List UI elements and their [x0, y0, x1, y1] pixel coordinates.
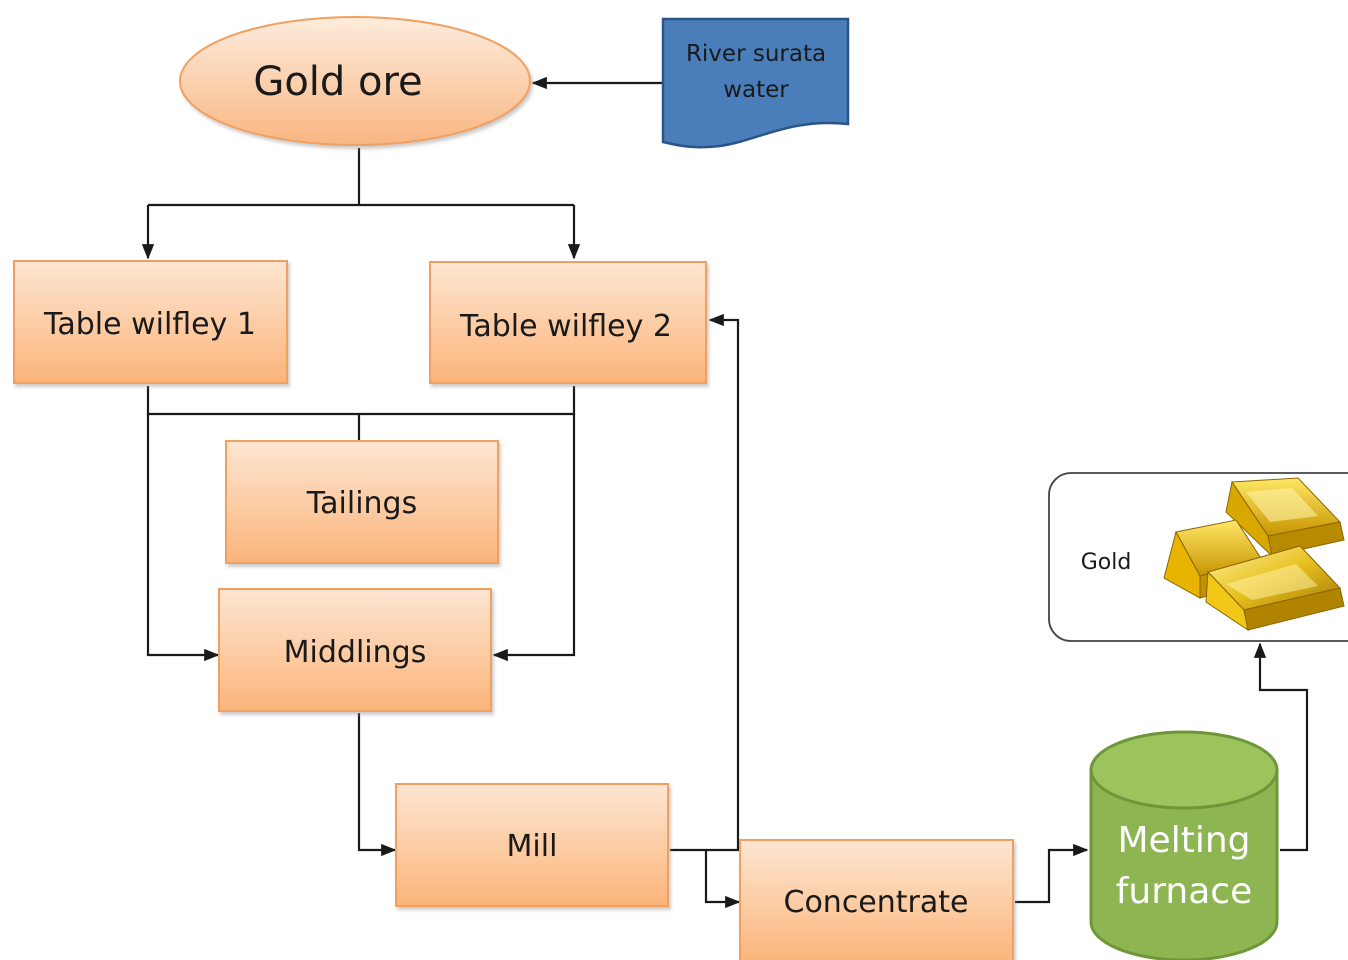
river-water-label-line2: water — [723, 77, 789, 103]
connector-ore-to-tables — [148, 148, 574, 207]
melting-furnace-node: Melting furnace — [1089, 730, 1279, 960]
melting-furnace-label-line1: Melting — [1118, 820, 1251, 861]
table-wilfley-2-label: Table wilfley 2 — [459, 309, 672, 344]
connector-table2-to-middlings — [492, 414, 576, 662]
gold-product-node: Gold — [1048, 472, 1348, 642]
gold-ore-node: Gold ore — [179, 16, 531, 146]
concentrate-label: Concentrate — [784, 885, 969, 920]
river-water-label-line1: River surata — [686, 41, 826, 67]
mill-label: Mill — [507, 829, 558, 864]
melting-furnace-label-line2: furnace — [1116, 871, 1252, 912]
middlings-label: Middlings — [284, 635, 427, 670]
connector-tables-to-tailings — [146, 386, 576, 440]
cylinder-top — [1089, 730, 1279, 810]
connector-table1-to-middlings — [146, 414, 220, 662]
connectors — [141, 76, 1309, 909]
connector-concentrate-to-furnace — [1015, 843, 1089, 904]
concentrate-node: Concentrate — [739, 839, 1014, 960]
connector-mill-to-concentrate — [670, 848, 741, 909]
gold-ore-label: Gold ore — [253, 59, 422, 105]
river-water-input: River surata water — [661, 17, 850, 149]
table-wilfley-1-node: Table wilfley 1 — [13, 260, 288, 384]
connector-recycle-to-table2 — [706, 313, 740, 852]
connector-middlings-to-mill — [357, 713, 397, 857]
mill-node: Mill — [395, 783, 669, 907]
table-wilfley-1-label: Table wilfley 1 — [43, 307, 256, 342]
table-wilfley-2-node: Table wilfley 2 — [429, 261, 707, 384]
gold-product-label: Gold — [1081, 550, 1132, 575]
document-shape — [661, 17, 850, 149]
tailings-label: Tailings — [306, 486, 417, 521]
gold-bars-icon — [1163, 477, 1345, 632]
middlings-node: Middlings — [218, 588, 492, 712]
tailings-node: Tailings — [225, 440, 499, 564]
connector-furnace-to-gold — [1253, 642, 1309, 852]
